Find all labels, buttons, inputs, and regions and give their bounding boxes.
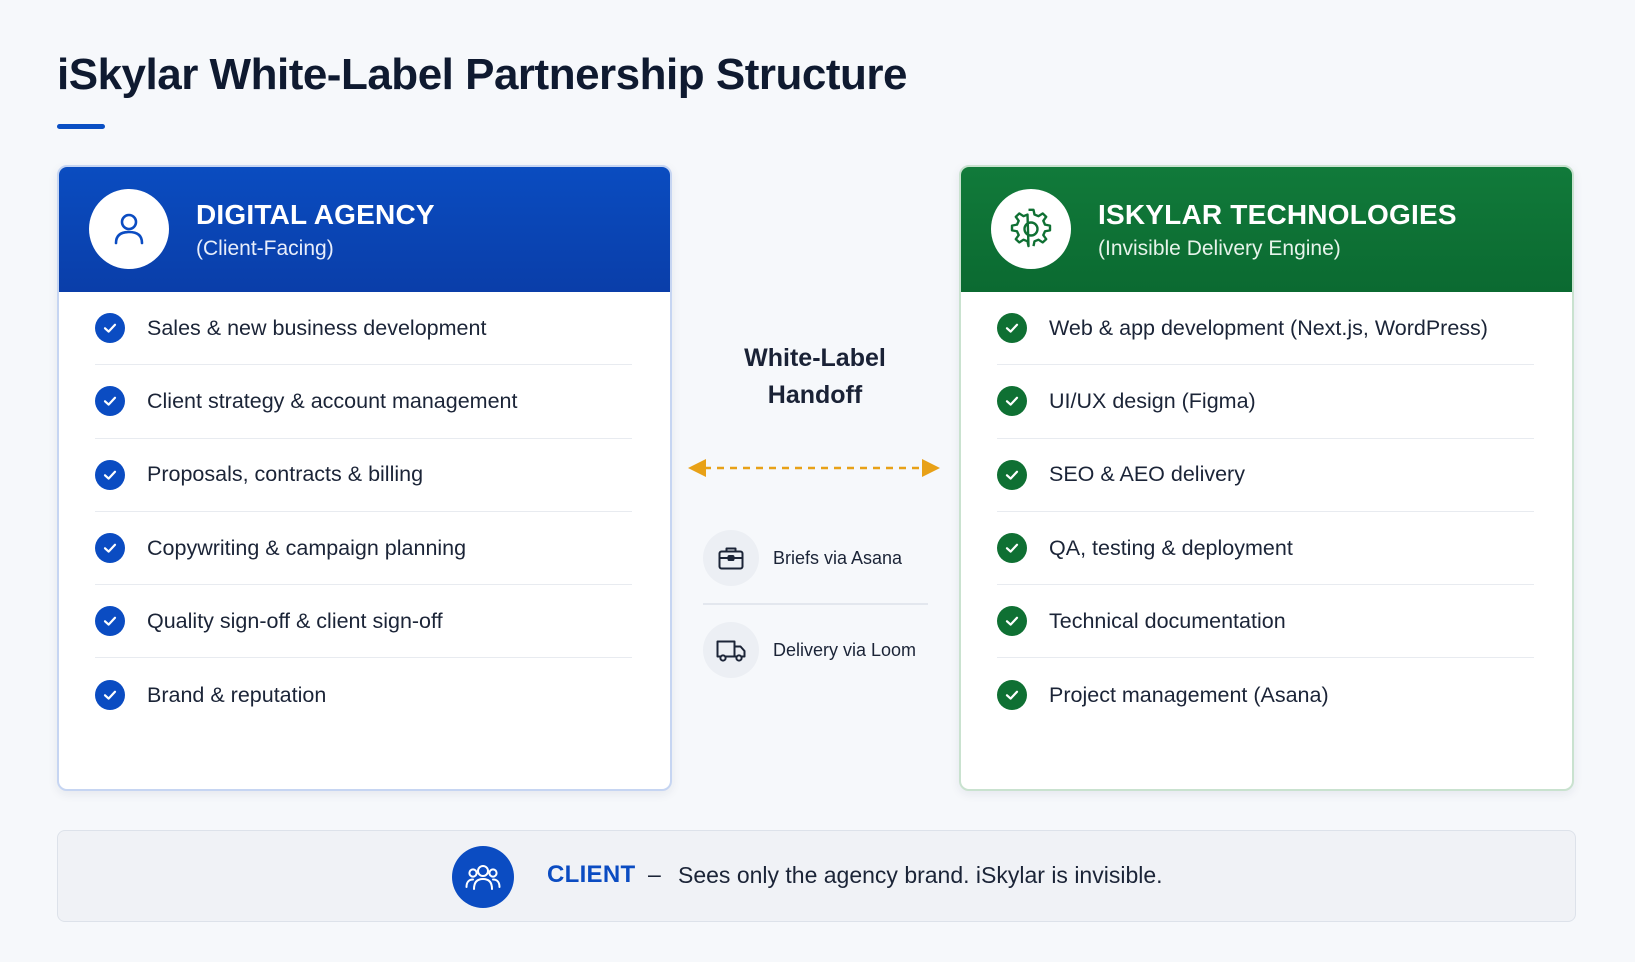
channel-label: Delivery via Loom — [773, 639, 917, 660]
iskylar-list: Web & app development (Next.js, WordPres… — [997, 292, 1534, 732]
channel-delivery: Delivery via Loom — [703, 622, 928, 678]
user-icon — [89, 189, 169, 269]
list-item: UI/UX design (Figma) — [997, 365, 1534, 439]
list-item-label: Proposals, contracts & billing — [147, 462, 424, 487]
handoff-title-line1: White-Label — [744, 344, 886, 372]
list-item-label: QA, testing & deployment — [1049, 535, 1293, 560]
client-label: CLIENT — [547, 861, 636, 888]
list-item: Brand & reputation — [95, 658, 632, 731]
handoff-title: White-Label Handoff — [700, 340, 930, 414]
list-item: SEO & AEO delivery — [997, 439, 1534, 512]
list-item: Project management (Asana) — [997, 658, 1534, 731]
digital-agency-title: DIGITAL AGENCY — [196, 199, 435, 230]
digital-agency-header: DIGITAL AGENCY (Client-Facing) — [59, 167, 670, 292]
check-icon — [997, 606, 1027, 637]
check-icon — [95, 606, 125, 637]
gear-icon — [991, 189, 1071, 269]
truck-icon — [703, 622, 759, 678]
list-item-label: Sales & new business development — [147, 315, 487, 340]
list-item: Client strategy & account management — [95, 365, 632, 439]
channel-label: Briefs via Asana — [773, 547, 903, 568]
list-item-label: SEO & AEO delivery — [1049, 462, 1245, 487]
list-item-label: Technical documentation — [1049, 608, 1286, 633]
list-item: Proposals, contracts & billing — [95, 439, 632, 512]
iskylar-card: ISKYLAR TECHNOLOGIES (Invisible Delivery… — [959, 165, 1574, 791]
check-icon — [95, 386, 125, 417]
list-item-label: Web & app development (Next.js, WordPres… — [1049, 315, 1488, 340]
client-bar: CLIENT – Sees only the agency brand. iSk… — [57, 830, 1576, 922]
list-item: QA, testing & deployment — [997, 512, 1534, 586]
check-icon — [95, 533, 125, 564]
iskylar-header: ISKYLAR TECHNOLOGIES (Invisible Delivery… — [961, 167, 1572, 292]
channel-divider — [703, 603, 928, 605]
client-text: Sees only the agency brand. iSkylar is i… — [678, 862, 1163, 888]
check-icon — [997, 533, 1027, 564]
check-icon — [997, 386, 1027, 417]
list-item-label: Brand & reputation — [147, 682, 327, 707]
check-icon — [95, 313, 125, 344]
iskylar-subtitle: (Invisible Delivery Engine) — [1098, 237, 1341, 260]
title-underline — [57, 124, 105, 129]
list-item: Quality sign-off & client sign-off — [95, 585, 632, 659]
check-icon — [997, 313, 1027, 344]
group-icon — [452, 846, 514, 908]
list-item-label: Copywriting & campaign planning — [147, 535, 467, 560]
check-icon — [997, 680, 1027, 711]
check-icon — [95, 459, 125, 490]
list-item-label: UI/UX design (Figma) — [1049, 388, 1256, 413]
handoff-title-line2: Handoff — [767, 381, 863, 409]
list-item-label: Quality sign-off & client sign-off — [147, 608, 443, 633]
briefcase-icon — [703, 530, 759, 586]
channel-briefs: Briefs via Asana — [703, 530, 928, 586]
check-icon — [95, 680, 125, 711]
list-item: Copywriting & campaign planning — [95, 512, 632, 586]
bidirectional-arrow-icon — [688, 459, 940, 477]
list-item: Technical documentation — [997, 585, 1534, 659]
list-item-label: Client strategy & account management — [147, 388, 518, 413]
client-dash: – — [648, 861, 661, 887]
list-item: Web & app development (Next.js, WordPres… — [997, 292, 1534, 366]
digital-agency-subtitle: (Client-Facing) — [196, 237, 334, 260]
iskylar-title: ISKYLAR TECHNOLOGIES — [1098, 199, 1457, 230]
digital-agency-list: Sales & new business development Client … — [95, 292, 632, 732]
check-icon — [997, 459, 1027, 490]
digital-agency-card: DIGITAL AGENCY (Client-Facing) Sales & n… — [57, 165, 672, 791]
list-item: Sales & new business development — [95, 292, 632, 366]
list-item-label: Project management (Asana) — [1049, 682, 1329, 707]
page-title: iSkylar White-Label Partnership Structur… — [57, 50, 907, 99]
